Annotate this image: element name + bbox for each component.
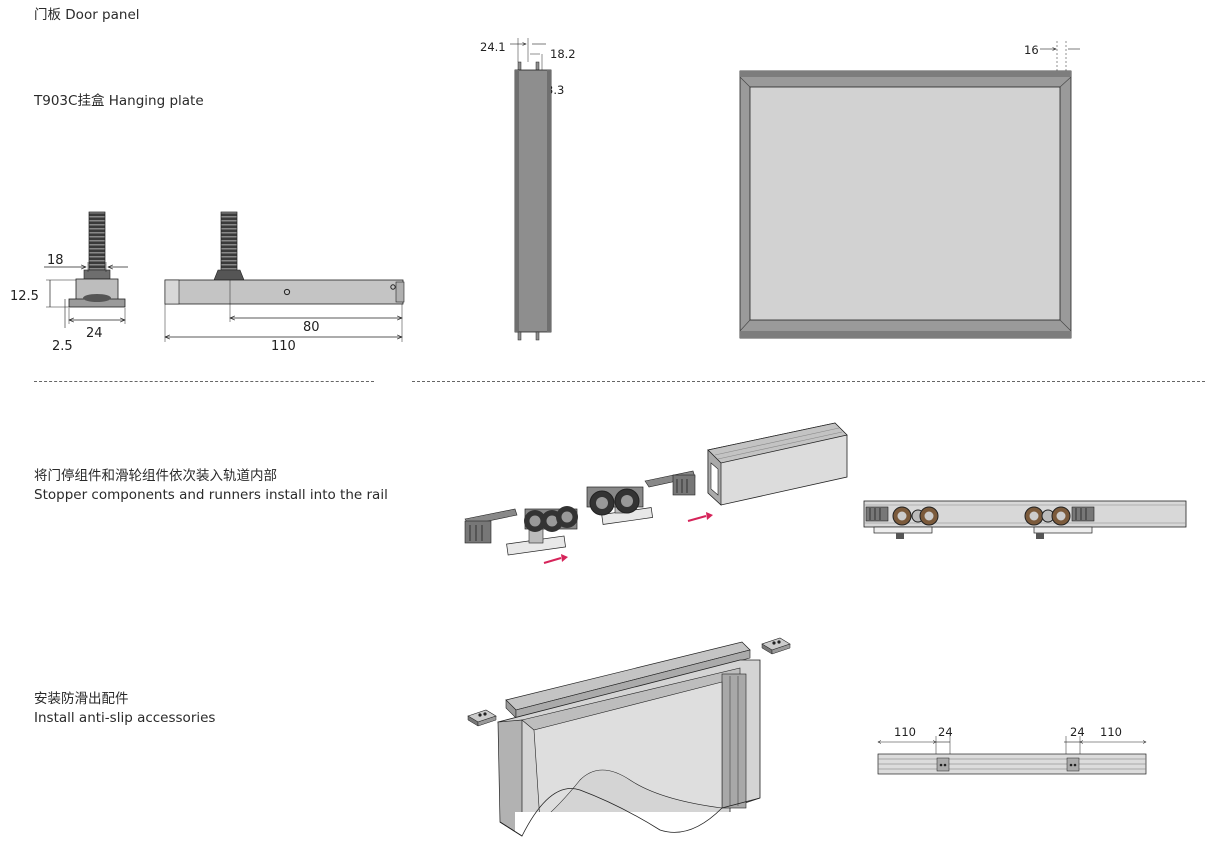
dim-rail-left-width: 24 bbox=[938, 725, 953, 739]
door-panel-label: 门板 Door panel bbox=[34, 7, 140, 23]
dim-rail-right-offset: 110 bbox=[1100, 725, 1122, 739]
assembly-arrow-2 bbox=[687, 512, 713, 522]
rail-profile bbox=[707, 422, 848, 506]
plate-side-view bbox=[68, 211, 126, 308]
dim-profile-left: 24.1 bbox=[480, 40, 506, 54]
door-profile-drawing: 24.1 18.2 3.3 bbox=[480, 38, 576, 341]
step1-label-cn: 将门停组件和滑轮组件依次装入轨道内部 bbox=[34, 468, 277, 484]
step2-label-cn: 安装防滑出配件 bbox=[34, 691, 129, 707]
dim-plate-base: 24 bbox=[86, 326, 103, 341]
rail-assembled-view bbox=[863, 500, 1187, 539]
dim-rail-right-width: 24 bbox=[1070, 725, 1085, 739]
runner-assembled-right bbox=[1024, 506, 1093, 539]
runner-left bbox=[506, 506, 578, 556]
rail-assembly-exploded bbox=[464, 422, 848, 564]
door-frame-drawing: 16 bbox=[739, 41, 1080, 339]
rail-bottom-dimensions: 110 24 24 110 bbox=[870, 725, 1155, 775]
dim-rail-left-offset: 110 bbox=[894, 725, 916, 739]
dim-plate-thickness: 2.5 bbox=[52, 339, 73, 354]
dim-profile-right: 18.2 bbox=[550, 47, 576, 61]
plate-front-view bbox=[164, 211, 405, 305]
step1-label-en: Stopper components and runners install i… bbox=[34, 487, 388, 503]
hanging-plate-label: T903C挂盒 Hanging plate bbox=[34, 93, 204, 109]
anti-slip-clip-left bbox=[467, 709, 497, 727]
runner-right bbox=[586, 486, 653, 525]
dim-frame-border: 16 bbox=[1024, 43, 1039, 57]
dim-plate-length: 110 bbox=[271, 339, 296, 354]
stopper-left bbox=[464, 508, 518, 544]
anti-slip-clip-right bbox=[761, 637, 791, 655]
door-with-rail-drawing bbox=[467, 637, 791, 842]
step2-label-en: Install anti-slip accessories bbox=[34, 710, 216, 726]
assembly-arrow-1 bbox=[543, 554, 568, 564]
stopper-right bbox=[644, 470, 696, 496]
dim-plate-height: 12.5 bbox=[10, 289, 39, 304]
runner-assembled-left bbox=[873, 506, 939, 539]
dim-plate-hole-offset: 80 bbox=[303, 320, 320, 335]
divider-left bbox=[34, 381, 374, 382]
divider-right bbox=[412, 381, 1205, 382]
dim-plate-width: 18 bbox=[47, 253, 64, 268]
hanging-plate-drawing: 18 12.5 24 2.5 80 110 bbox=[10, 211, 405, 354]
